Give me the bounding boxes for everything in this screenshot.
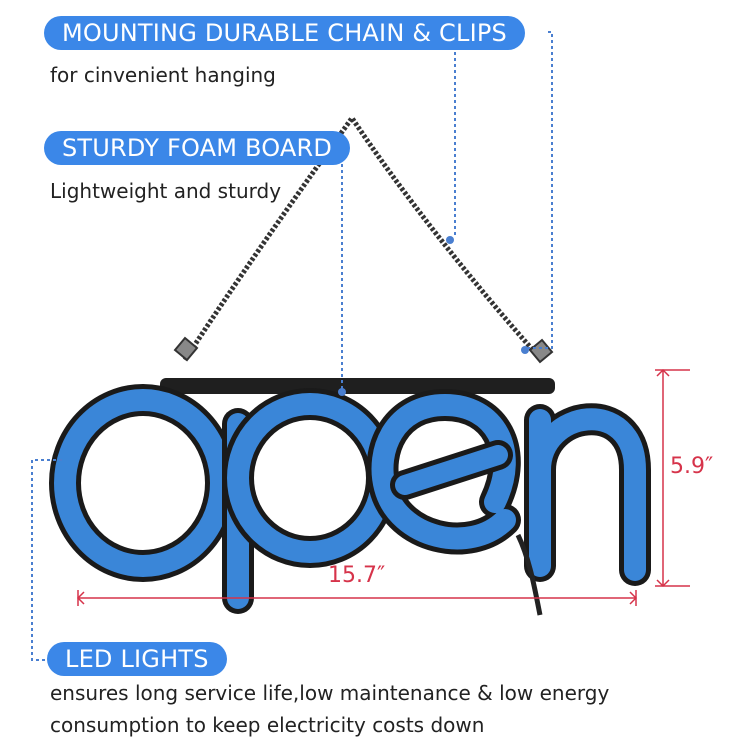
chain-clip-right bbox=[528, 338, 554, 364]
guide-lines bbox=[31, 31, 553, 661]
power-cable bbox=[515, 533, 543, 616]
led-caption-line-2: consumption to keep electricity costs do… bbox=[50, 713, 485, 737]
mounting-callout-title: MOUNTING DURABLE CHAIN & CLIPS bbox=[44, 16, 525, 50]
guide-dot-chain bbox=[446, 236, 454, 244]
dimension-lines bbox=[76, 368, 690, 606]
led-caption-line-1: ensures long service life,low maintenanc… bbox=[50, 681, 610, 705]
led-callout-title: LED LIGHTS bbox=[47, 642, 227, 676]
height-dimension-label: 5.9″ bbox=[670, 454, 714, 479]
neon-sign bbox=[49, 384, 651, 614]
width-dimension-label: 15.7″ bbox=[328, 563, 386, 588]
guide-dot-clip bbox=[521, 346, 529, 354]
foam-board-bar bbox=[160, 378, 555, 394]
foam-callout-caption: Lightweight and sturdy bbox=[50, 179, 282, 203]
led-callout-caption: ensures long service life,low maintenanc… bbox=[50, 677, 609, 741]
mounting-callout-caption: for cinvenient hanging bbox=[50, 63, 276, 87]
guide-dot-board bbox=[338, 388, 346, 396]
foam-callout-title: STURDY FOAM BOARD bbox=[44, 131, 351, 165]
chain-clip-left bbox=[173, 336, 199, 362]
